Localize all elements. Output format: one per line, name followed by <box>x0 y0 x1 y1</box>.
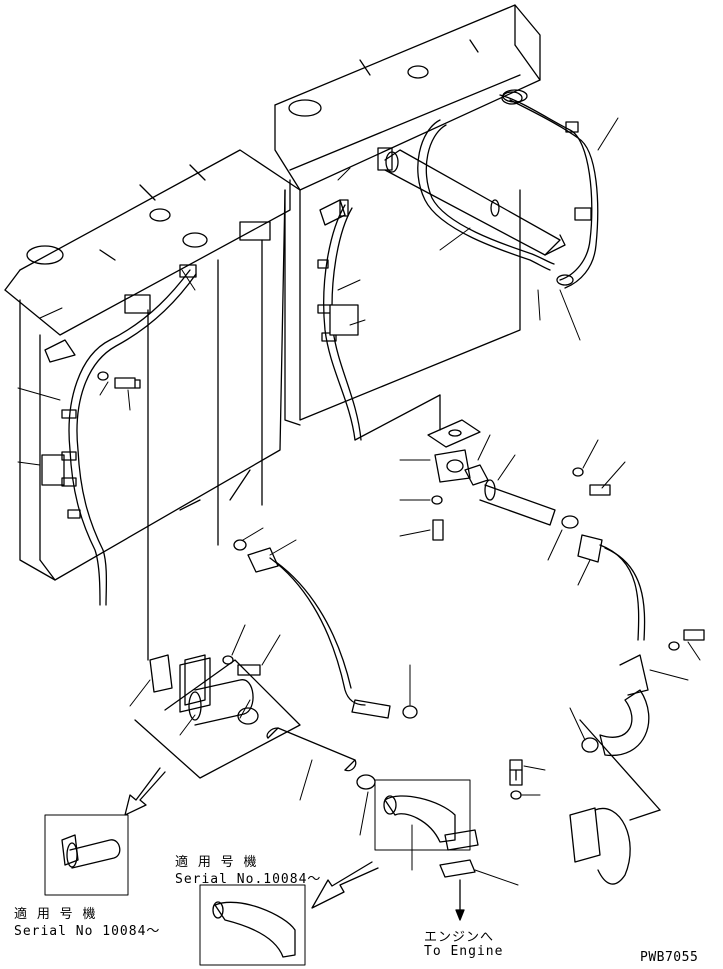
drawing-code: PWB7055 <box>640 950 699 965</box>
applicable-label-1: 適 用 号 機 <box>14 907 97 922</box>
applicable-label-2: 適 用 号 機 <box>175 855 258 870</box>
inset-box-1 <box>44 814 129 896</box>
to-engine-jp-label: エンジンへ <box>424 930 495 945</box>
flange-parts <box>427 419 611 563</box>
callouts <box>17 117 701 886</box>
mid-hose <box>233 539 418 719</box>
serial-label-1: Serial No 10084～ <box>14 924 161 939</box>
straight-hose <box>266 727 376 790</box>
lower-elbow <box>374 759 523 921</box>
serial-label-2: Serial No.10084～ <box>175 872 322 887</box>
to-engine-label: To Engine <box>424 944 504 959</box>
long-hose <box>581 544 705 756</box>
leader-lines <box>147 239 441 661</box>
rear-radiator-unit <box>274 4 599 441</box>
engine-outlet <box>569 719 661 885</box>
elbow-section <box>134 654 301 779</box>
inset-box-2 <box>199 884 306 966</box>
front-radiator-unit <box>4 149 301 606</box>
arrows <box>124 767 379 909</box>
